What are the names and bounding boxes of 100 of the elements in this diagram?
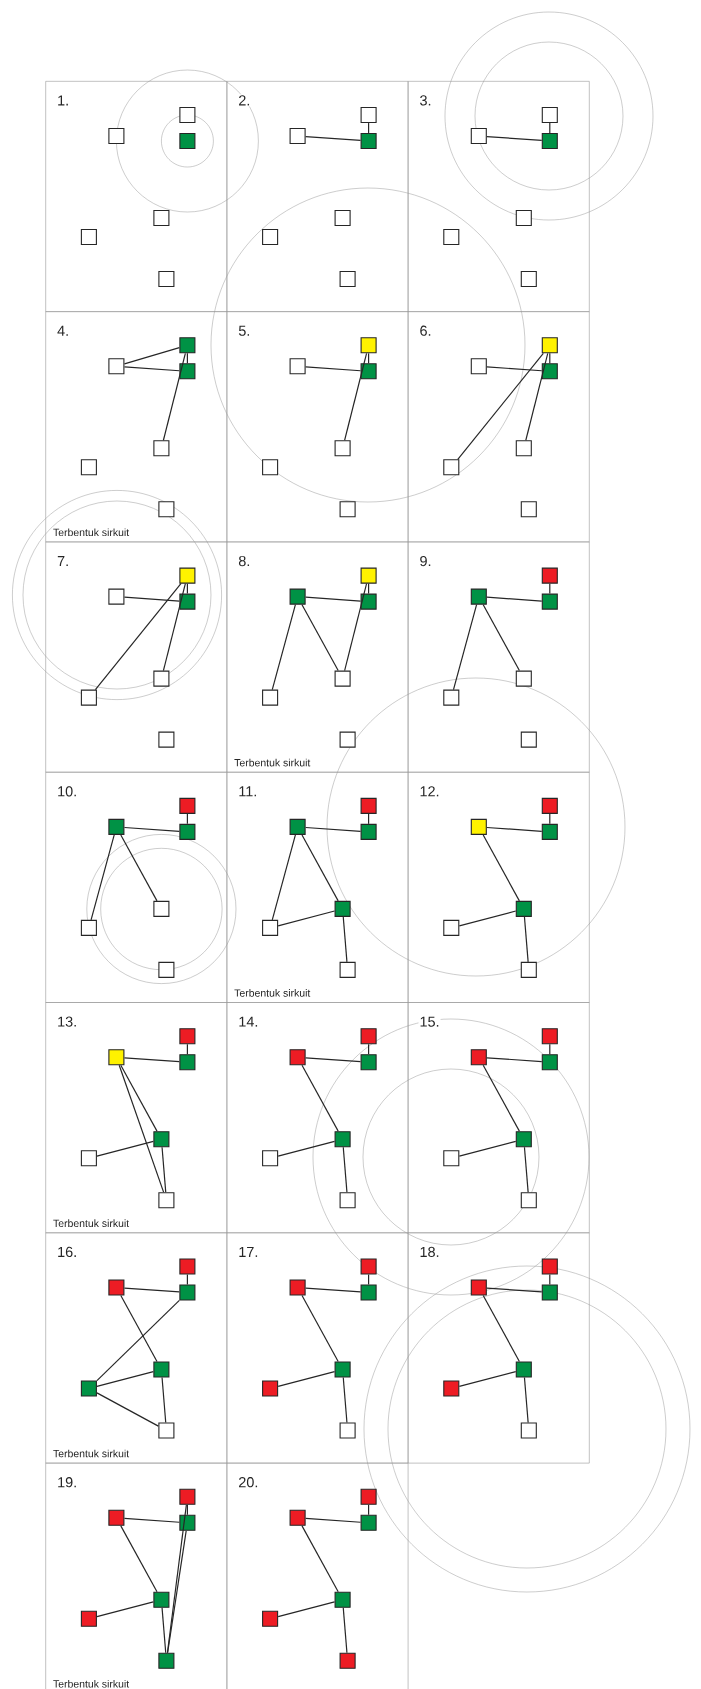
vertex-box [360,1054,377,1071]
connector-line [486,1287,543,1293]
vertex-box [262,1610,279,1627]
connector-line [118,1064,165,1193]
vertex-box [443,1380,460,1397]
connector-line [123,826,180,832]
panel [226,311,409,543]
panel-number: 17. [237,1245,260,1258]
connector-line [458,1140,517,1157]
vertex-box [339,961,356,978]
connector-line [161,1376,167,1424]
panel [407,81,590,312]
vertex-box [541,593,558,610]
vertex-box [360,363,377,380]
connector-line [161,1146,167,1193]
vertex-box [153,670,170,687]
vertex-box [515,209,532,227]
vertex-box [262,919,279,936]
vertex-box [360,567,377,584]
vertex-box [80,1380,97,1397]
panel-number: 7. [56,555,71,567]
panel-number: 14. [237,1015,260,1028]
connector-line [120,1525,158,1593]
vertex-box [108,127,125,145]
connector-line [305,826,362,832]
vertex-box [334,900,351,917]
vertex-box [541,132,558,150]
vertex-box [541,1054,558,1071]
panel-number: 3. [418,94,433,107]
connector-line [277,1140,336,1157]
vertex-box [289,1279,306,1296]
vertex-box [470,818,487,835]
vertex-box [339,501,356,518]
panel-number: 6. [418,324,433,337]
panel [407,1002,590,1234]
connector-line [305,596,362,602]
vertex-box [360,1488,377,1505]
vertex-box [360,1258,377,1275]
connector-line [123,1057,180,1063]
connector-line [301,834,339,902]
connector-line [368,1043,370,1055]
vertex-box [470,127,487,145]
panel-number: 9. [418,554,433,568]
vertex-box [179,567,196,584]
vertex-box [360,823,377,840]
vertex-box [179,1488,196,1505]
vertex-box [158,1652,175,1669]
vertex-box [520,270,537,288]
vertex-box [470,1279,487,1296]
vertex-box [153,209,170,227]
vertex-box [515,1361,532,1378]
vertex-box [289,127,306,145]
connector-line [186,583,188,595]
panel [45,81,228,312]
connector-line [186,1504,188,1516]
vertex-box [153,1591,170,1608]
vertex-box [289,588,306,605]
panel [407,1232,590,1464]
vertex-box [153,1361,170,1378]
vertex-box [515,900,532,917]
vertex-box [158,270,175,288]
vertex-box [470,588,487,605]
connector-line [305,366,362,372]
panel-number: 19. [56,1476,79,1489]
status-caption: Terbentuk sirkuit [233,988,312,998]
connector-line [342,1376,348,1424]
vertex-box [541,567,558,584]
vertex-box [360,106,377,124]
connector-line [457,352,544,460]
vertex-box [520,501,537,518]
connector-line [277,1601,336,1618]
vertex-box [158,961,175,978]
vertex-box [520,1422,537,1439]
vertex-box [470,1049,487,1066]
panel-number: 2. [237,94,252,107]
connector-line [96,1299,180,1382]
status-caption: Terbentuk sirkuit [52,1448,131,1459]
panel-number: 16. [56,1245,79,1259]
vertex-box [334,209,351,227]
vertex-box [179,1258,196,1275]
panel [226,1462,409,1689]
connector-line [549,813,551,825]
vertex-box [262,459,279,476]
status-caption: Terbentuk sirkuit [233,757,312,768]
connector-line [162,583,186,672]
vertex-box [262,228,279,246]
connector-line [368,1273,370,1286]
connector-line [344,352,368,441]
connector-line [271,834,296,921]
connector-line [486,596,543,602]
connector-line [123,347,180,365]
connector-line [452,604,478,691]
connector-line [96,1140,154,1157]
connector-line [96,1601,154,1618]
vertex-box [520,1192,537,1209]
vertex-box [541,106,558,124]
panel-number: 5. [237,324,252,337]
vertex-box [289,818,306,835]
connector-line [344,583,368,672]
vertex-box [262,1150,279,1167]
